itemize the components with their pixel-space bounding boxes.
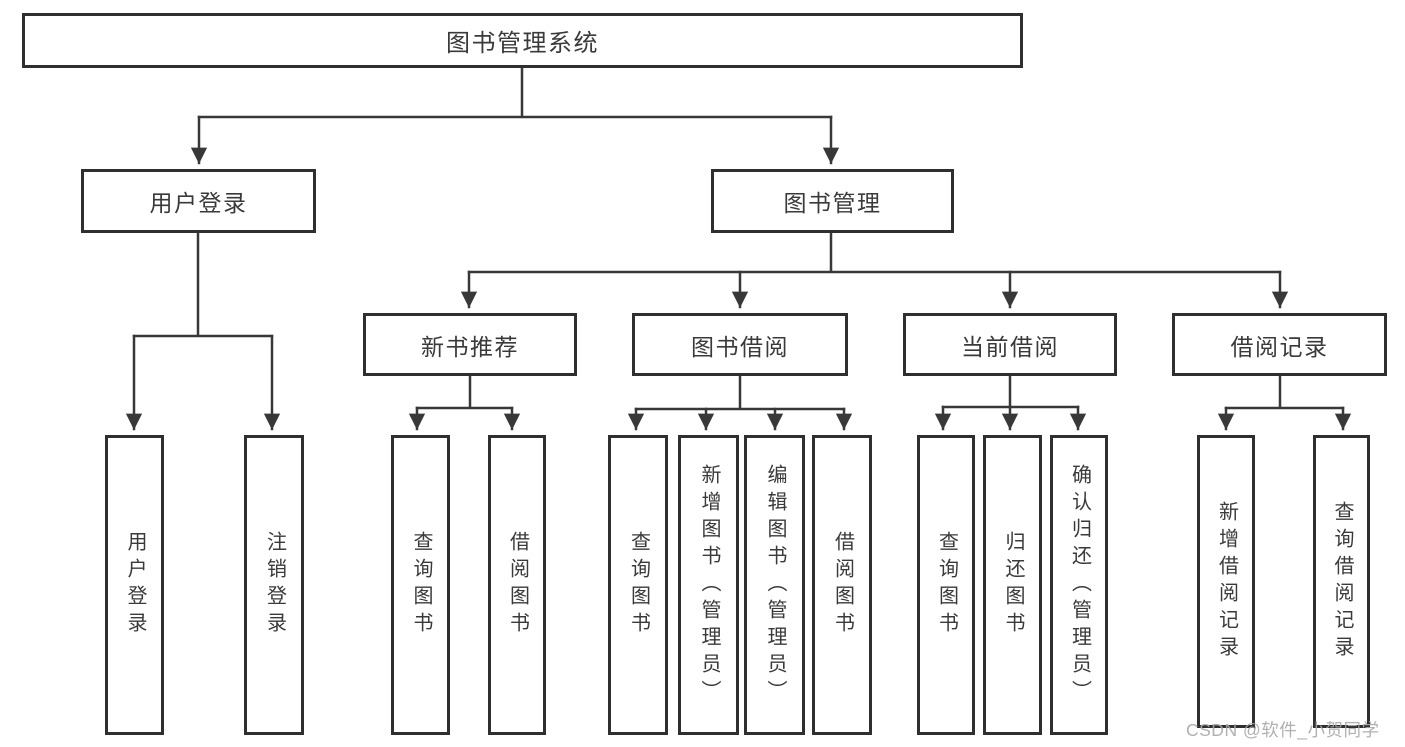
leaf-user-login: 用户登录 <box>105 435 164 735</box>
node-label: 确认归还（管理员） <box>1068 463 1091 707</box>
leaf-borrow-books-borrowing: 借阅图书 <box>812 435 872 735</box>
leaf-confirm-return-admin: 确认归还（管理员） <box>1050 435 1108 735</box>
leaf-query-books-recommend: 查询图书 <box>391 435 450 735</box>
leaf-query-books-borrowing: 查询图书 <box>608 435 668 735</box>
node-label: 归还图书 <box>1002 531 1024 639</box>
leaf-return-book: 归还图书 <box>983 435 1042 735</box>
node-borrowing-records: 借阅记录 <box>1172 313 1387 376</box>
node-label: 查询图书 <box>935 531 958 639</box>
node-new-book-recommendation: 新书推荐 <box>363 313 577 376</box>
node-label: 编辑图书（管理员） <box>764 463 786 707</box>
node-label: 图书管理系统 <box>446 30 599 57</box>
leaf-borrow-books-recommend: 借阅图书 <box>488 435 546 735</box>
node-label: 图书管理 <box>783 190 882 216</box>
node-label: 当前借阅 <box>961 333 1059 360</box>
node-label: 借阅记录 <box>1230 333 1329 360</box>
node-label: 借阅图书 <box>506 531 529 639</box>
node-label: 新增借阅记录 <box>1215 500 1238 663</box>
leaf-add-borrow-record: 新增借阅记录 <box>1197 435 1255 728</box>
node-label: 查询图书 <box>410 531 432 639</box>
node-label: 新增图书（管理员） <box>698 463 720 707</box>
node-book-management: 图书管理 <box>711 169 954 233</box>
node-label: 图书借阅 <box>691 333 789 360</box>
leaf-edit-book-admin: 编辑图书（管理员） <box>744 435 805 735</box>
node-label: 用户登录 <box>149 190 248 216</box>
watermark: CSDN @软件_小贺同学 <box>1186 720 1380 740</box>
node-label: 查询借阅记录 <box>1331 500 1353 663</box>
node-label: 用户登录 <box>124 531 146 639</box>
node-library-system: 图书管理系统 <box>22 13 1023 68</box>
node-current-borrowing: 当前借阅 <box>903 313 1117 376</box>
leaf-add-book-admin: 新增图书（管理员） <box>678 435 739 735</box>
node-label: 新书推荐 <box>421 333 519 360</box>
leaf-logout: 注销登录 <box>244 435 304 735</box>
node-label: 查询图书 <box>627 531 650 639</box>
node-label: 借阅图书 <box>831 531 854 639</box>
leaf-query-borrow-record: 查询借阅记录 <box>1313 435 1370 728</box>
node-label: 注销登录 <box>263 531 286 639</box>
node-user-login: 用户登录 <box>81 169 316 233</box>
leaf-query-books-current: 查询图书 <box>917 435 975 735</box>
node-book-borrowing: 图书借阅 <box>632 313 848 376</box>
